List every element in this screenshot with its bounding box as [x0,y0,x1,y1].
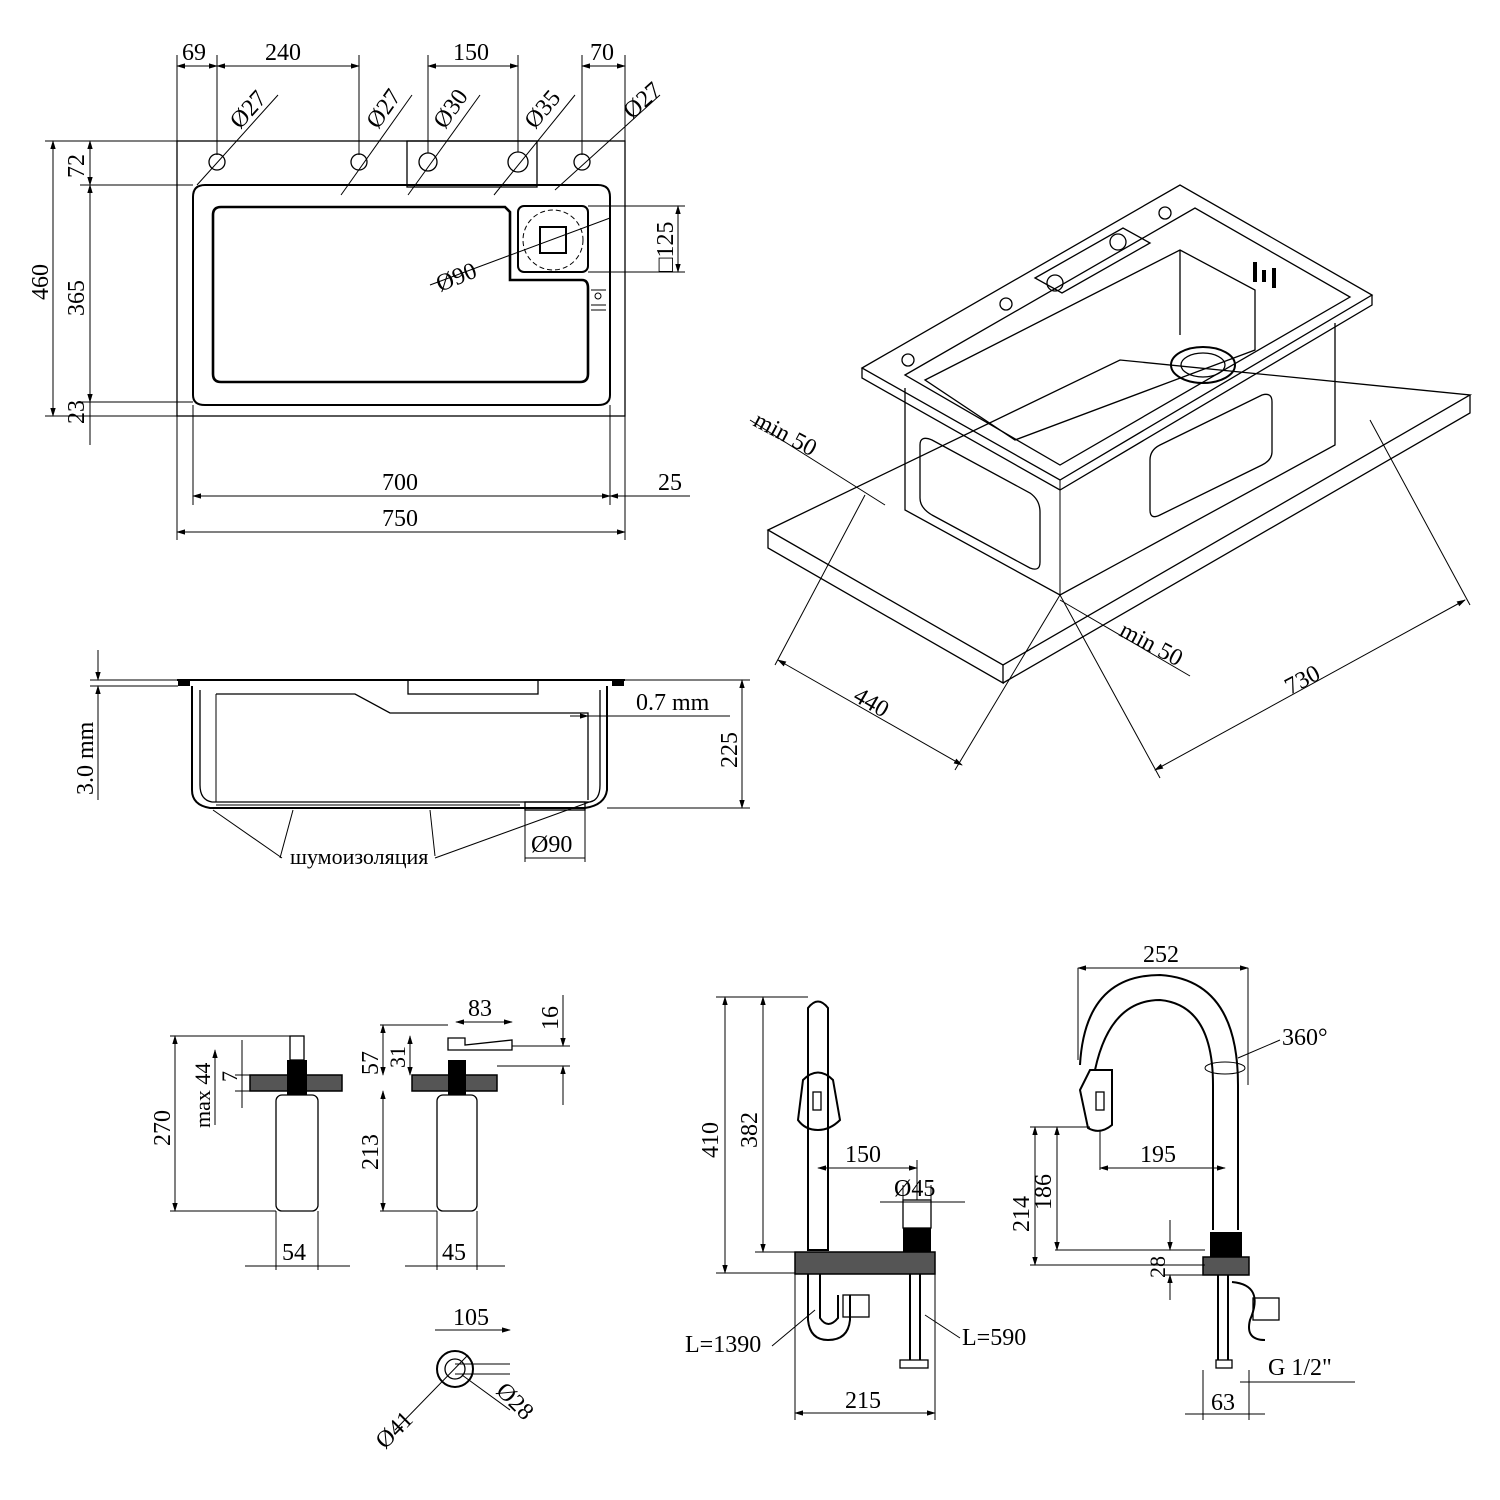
dim-69: 69 [182,40,206,66]
dim-215: 215 [845,1388,881,1414]
dim-440: 440 [849,683,893,724]
soap-dispenser-side: 57 213 31 83 16 45 [358,995,570,1270]
dim-125: □125 [653,222,679,273]
hole-dia-5: Ø27 [619,77,667,124]
soap-dispenser-top: 105 Ø41 Ø28 [371,1305,539,1454]
dim-365: 365 [64,280,90,316]
min-50-left: min 50 [749,407,821,462]
faucet-front-view: 252 360° 214 186 195 28 G 1/2" 63 [1009,942,1355,1420]
dim-213: 213 [358,1134,384,1170]
dim-63: 63 [1211,1390,1235,1416]
hole-dia-3: Ø30 [429,85,474,134]
dim-750: 750 [382,506,418,532]
dim-70: 70 [590,40,614,66]
dim-105: 105 [453,1305,489,1331]
hole-dia-2: Ø27 [362,85,407,134]
dim-186: 186 [1031,1174,1057,1210]
dim-45-faucet: Ø45 [894,1176,935,1202]
dim-54: 54 [282,1240,306,1266]
sink-side-view: 3.0 mm 0.7 mm 225 шумоизоляция Ø90 [73,650,750,869]
dim-150: 150 [453,40,489,66]
min-50-right: min 50 [1115,617,1187,672]
dim-72: 72 [64,154,90,178]
dim-07mm: 0.7 mm [636,690,710,716]
hose-1390: L=1390 [685,1332,761,1358]
dim-28: Ø28 [491,1378,539,1426]
dim-195: 195 [1140,1142,1176,1168]
dim-57: 57 [358,1051,384,1075]
dim-252: 252 [1143,942,1179,968]
dim-730: 730 [1281,660,1325,700]
drain-dia-side: Ø90 [531,832,572,858]
hole-dia-1: Ø27 [225,86,272,134]
dim-25: 25 [658,470,682,496]
tap-hole-3 [418,152,438,172]
insulation-label: шумоизоляция [290,844,428,869]
dim-28-faucet: 28 [1145,1256,1170,1278]
tap-hole-5 [573,153,591,171]
sink-top-view: 69 240 150 70 Ø27 Ø27 Ø30 Ø35 Ø27 460 72… [28,40,690,540]
soap-dispenser-front: 270 max 44 7 54 [150,1035,350,1270]
dim-7: 7 [217,1071,242,1082]
dim-410: 410 [698,1122,724,1158]
dim-83: 83 [468,996,492,1022]
dim-214: 214 [1009,1196,1035,1232]
sink-iso-view: min 50 min 50 440 730 [749,184,1473,779]
dim-23: 23 [64,400,90,424]
hole-dia-4: Ø35 [520,85,566,133]
thread-spec: G 1/2" [1268,1355,1332,1381]
dim-3mm: 3.0 mm [73,721,99,795]
dim-150-faucet: 150 [845,1142,881,1168]
dim-270: 270 [150,1110,176,1146]
hose-590: L=590 [962,1325,1026,1351]
dim-16: 16 [538,1006,564,1030]
dim-460: 460 [28,264,54,300]
dim-225: 225 [717,732,743,768]
dim-45: 45 [442,1240,466,1266]
dim-max44: max 44 [190,1063,215,1128]
faucet-side-view: 410 382 150 Ø45 L=1390 L=590 215 [685,996,1026,1420]
rotation-360: 360° [1282,1025,1328,1051]
drain-dia: Ø90 [433,258,481,298]
dim-240: 240 [265,40,301,66]
dim-31: 31 [385,1046,410,1068]
dim-700: 700 [382,470,418,496]
dim-382: 382 [737,1112,763,1148]
tap-hole-4 [507,151,529,173]
